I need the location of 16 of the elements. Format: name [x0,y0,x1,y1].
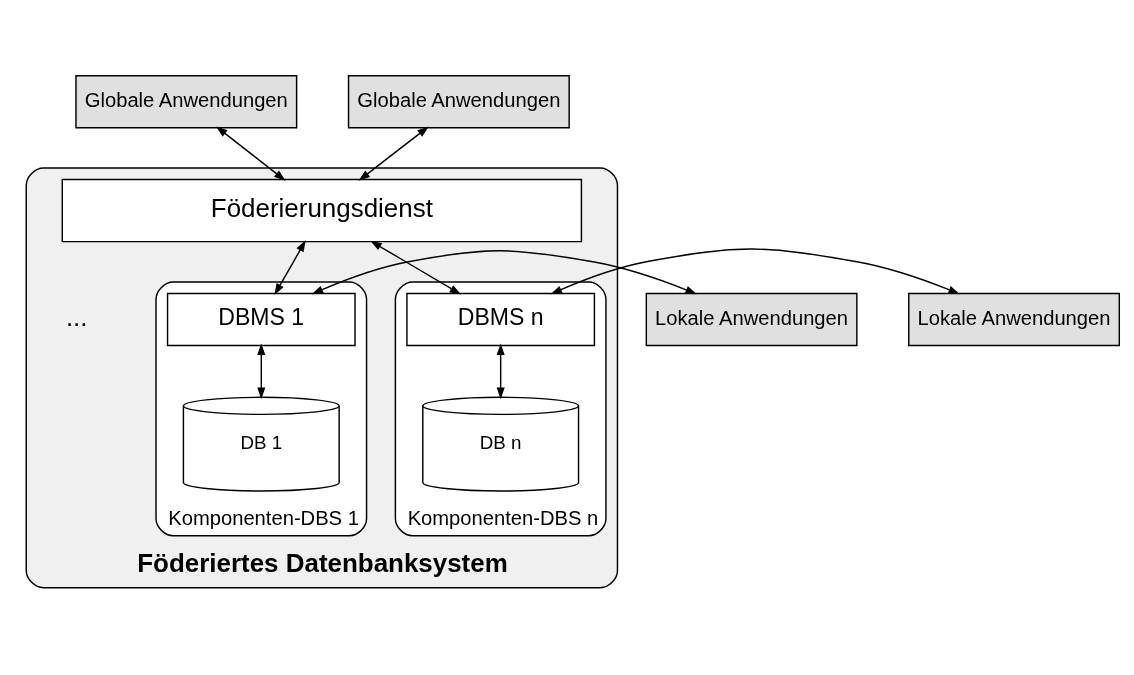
arrow [311,250,697,295]
node-box: Lokale Anwendungen [645,292,858,347]
node-box: DBMS n [406,292,596,347]
arrow [370,240,462,295]
node-box: Globale Anwendungen [75,75,298,129]
label: ... [65,302,88,331]
arrow [274,240,306,296]
arrow [257,343,266,400]
node-box: Lokale Anwendungen [908,292,1120,347]
node-box: DBMS 1 [166,292,356,347]
node-box: Föderierungsdienst [61,178,583,243]
arrow [216,126,286,181]
arrow [358,126,429,181]
node-box: Globale Anwendungen [347,75,570,129]
arrow [550,248,960,295]
arrow [496,343,505,400]
